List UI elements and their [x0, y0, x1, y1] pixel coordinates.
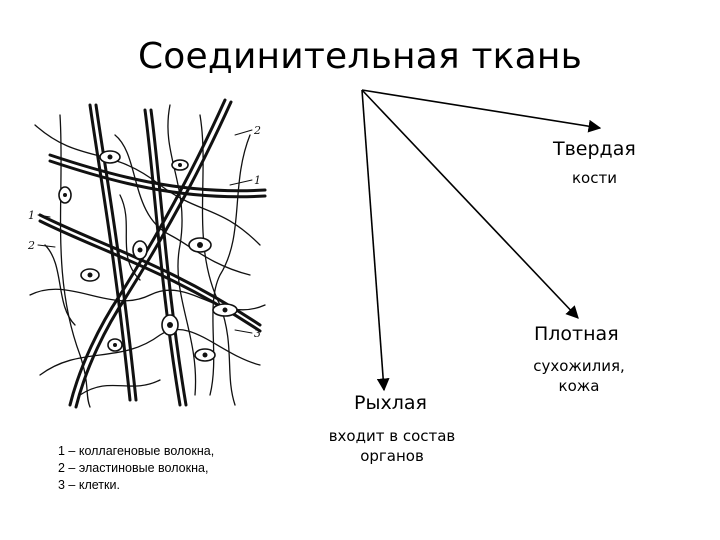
solid-tissue-example: кости	[572, 168, 617, 188]
arrow-to-loose	[362, 90, 384, 390]
dense-tissue-example: сухожилия, кожа	[528, 356, 630, 396]
arrow-to-dense	[362, 90, 578, 318]
solid-tissue-heading: Твердая	[553, 138, 636, 160]
loose-example-line: входит в состав	[322, 426, 462, 446]
dense-example-line: сухожилия,	[528, 356, 630, 376]
dense-example-line: кожа	[528, 376, 630, 396]
loose-example-line: органов	[322, 446, 462, 466]
arrow-to-solid	[362, 90, 600, 128]
loose-tissue-heading: Рыхлая	[354, 392, 427, 414]
dense-tissue-heading: Плотная	[534, 323, 619, 345]
loose-tissue-example: входит в состав органов	[322, 426, 462, 466]
